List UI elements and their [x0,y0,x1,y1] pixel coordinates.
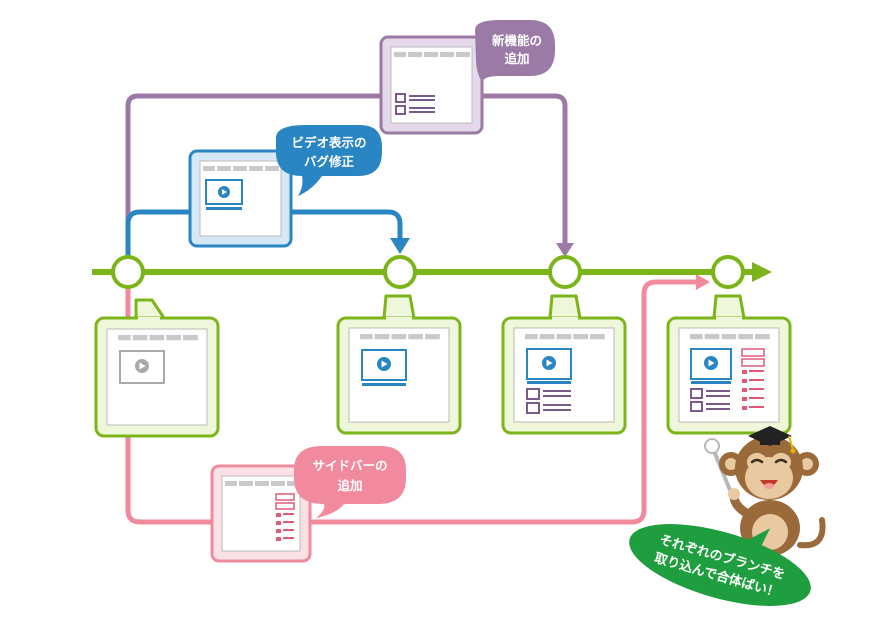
bugfix-label-line2: バグ修正 [304,154,355,169]
commit-node [548,255,582,289]
feature-page-thumbnail [379,35,484,135]
feature-label-line2: 追加 [504,51,529,66]
sidebar-label-line1: サイドバーの [312,458,387,473]
feature-merge-arrow [556,243,574,257]
main-branch-arrow [752,262,772,282]
sidebar-page-thumbnail [210,464,312,563]
bugfix-label-bubble: ビデオ表示の バグ修正 [276,125,382,196]
sidebar-merge-arrow [696,274,710,290]
feature-branch-line [125,93,568,272]
sidebar-label-line2: 追加 [337,478,362,493]
commit-node [111,255,145,289]
bugfix-merge-arrow [390,238,410,254]
sidebar-branch-line [125,272,700,525]
commit-node [711,255,745,289]
main-page-thumbnail-bugfix-merged [336,294,462,435]
commit-node [383,255,417,289]
sidebar-label-bubble: サイドバーの 追加 [294,446,406,518]
main-page-thumbnail-initial [94,298,220,438]
main-page-thumbnail-feature-merged [501,294,627,435]
monkey-professor-icon [704,426,826,556]
feature-label-line1: 新機能の [492,33,542,48]
feature-label-bubble: 新機能の 追加 [475,20,555,82]
main-page-thumbnail-final [666,294,792,435]
bugfix-page-thumbnail [188,149,293,248]
bugfix-label-line1: ビデオ表示の [291,135,366,150]
